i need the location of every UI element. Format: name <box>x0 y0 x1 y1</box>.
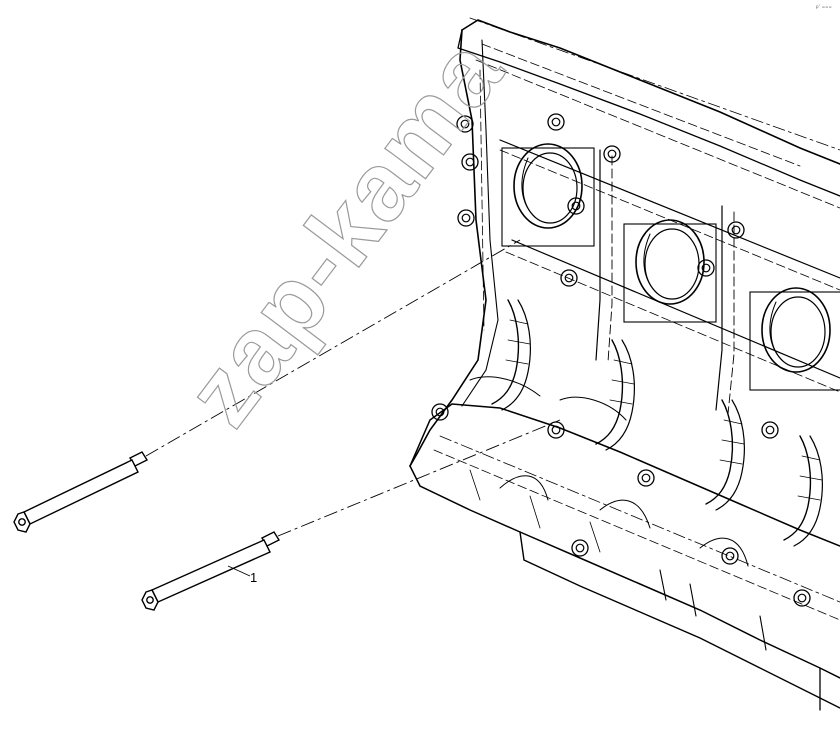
centerline-lower <box>277 419 561 537</box>
crank-web-2 <box>595 339 636 451</box>
side-boss-1 <box>456 115 474 133</box>
stud-lower <box>141 531 281 611</box>
block-top-flange <box>461 19 840 165</box>
engine-block <box>409 17 840 711</box>
callout-label: 1 <box>250 570 257 585</box>
centerline-upper <box>145 239 521 457</box>
side-boss-3 <box>457 209 475 227</box>
crank-web-4 <box>783 435 824 547</box>
block-left-wall <box>409 29 487 467</box>
side-boss-2 <box>461 153 479 171</box>
assembly-centerlines <box>145 239 561 537</box>
cylinder-bore-3 <box>749 287 840 391</box>
callout-1: 1 <box>227 565 257 585</box>
corner-code: p˜ === <box>816 4 832 9</box>
block-lower-flange <box>409 403 840 547</box>
crank-web-3 <box>705 399 746 511</box>
stud-upper <box>13 451 149 533</box>
